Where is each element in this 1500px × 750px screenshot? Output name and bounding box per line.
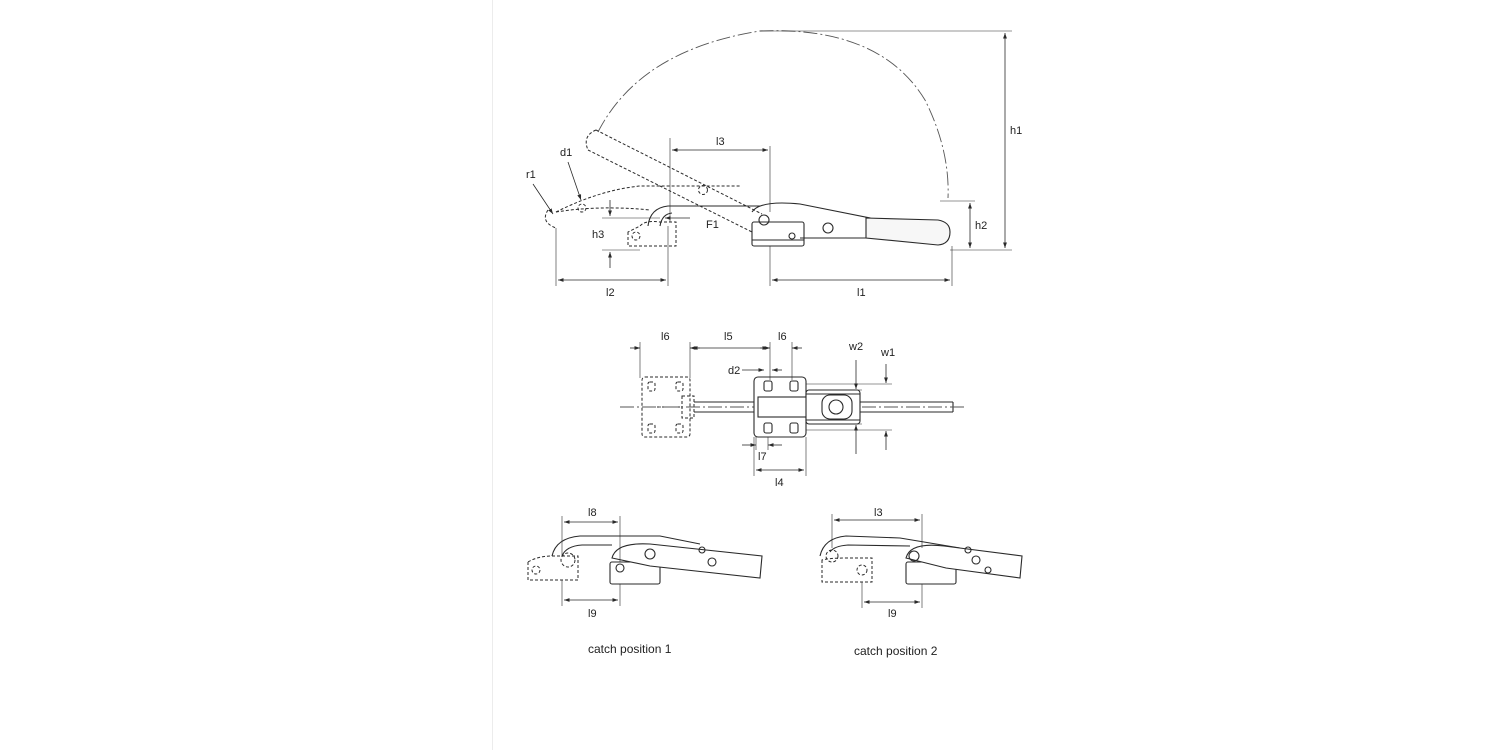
label-l3-side: l3: [716, 136, 725, 148]
closed-hook: [647, 205, 760, 227]
label-l9-pos2: l9: [888, 608, 897, 620]
label-r1: r1: [526, 169, 536, 181]
label-w2: w2: [848, 341, 863, 353]
label-h3: h3: [592, 229, 604, 241]
label-l5: l5: [724, 331, 733, 343]
label-h1: h1: [1010, 125, 1022, 137]
caption-catch-position-1: catch position 1: [588, 642, 672, 656]
catch-position-2-view: l3 l9 catch position 2: [819, 507, 1023, 658]
label-l1: l1: [857, 287, 866, 299]
label-d1: d1: [560, 147, 572, 159]
label-l6-left: l6: [661, 331, 670, 343]
open-hook-outline: [544, 185, 740, 247]
label-l7: l7: [758, 451, 767, 463]
top-view: l6 l5 l6 d2 w2 w1: [620, 331, 966, 489]
closed-clamp: [751, 202, 951, 247]
label-l2: l2: [606, 287, 615, 299]
handle-swing-arc: [597, 30, 949, 199]
side-view: F1 l3 h1 h2: [526, 30, 1022, 299]
label-l4: l4: [775, 477, 784, 489]
label-l6-right: l6: [778, 331, 787, 343]
handle-grip: [865, 217, 951, 246]
label-l9-pos1: l9: [588, 608, 597, 620]
open-handle-outline: [585, 129, 763, 233]
caption-catch-position-2: catch position 2: [854, 644, 938, 658]
label-F1: F1: [706, 219, 719, 231]
label-l8: l8: [588, 507, 597, 519]
label-w1: w1: [880, 347, 895, 359]
catch-position-1-view: l8 l9 catch position 1: [527, 507, 763, 656]
label-l3-pos2: l3: [874, 507, 883, 519]
label-d2: d2: [728, 365, 740, 377]
label-h2: h2: [975, 220, 987, 232]
drawing-panel: [492, 0, 1036, 750]
